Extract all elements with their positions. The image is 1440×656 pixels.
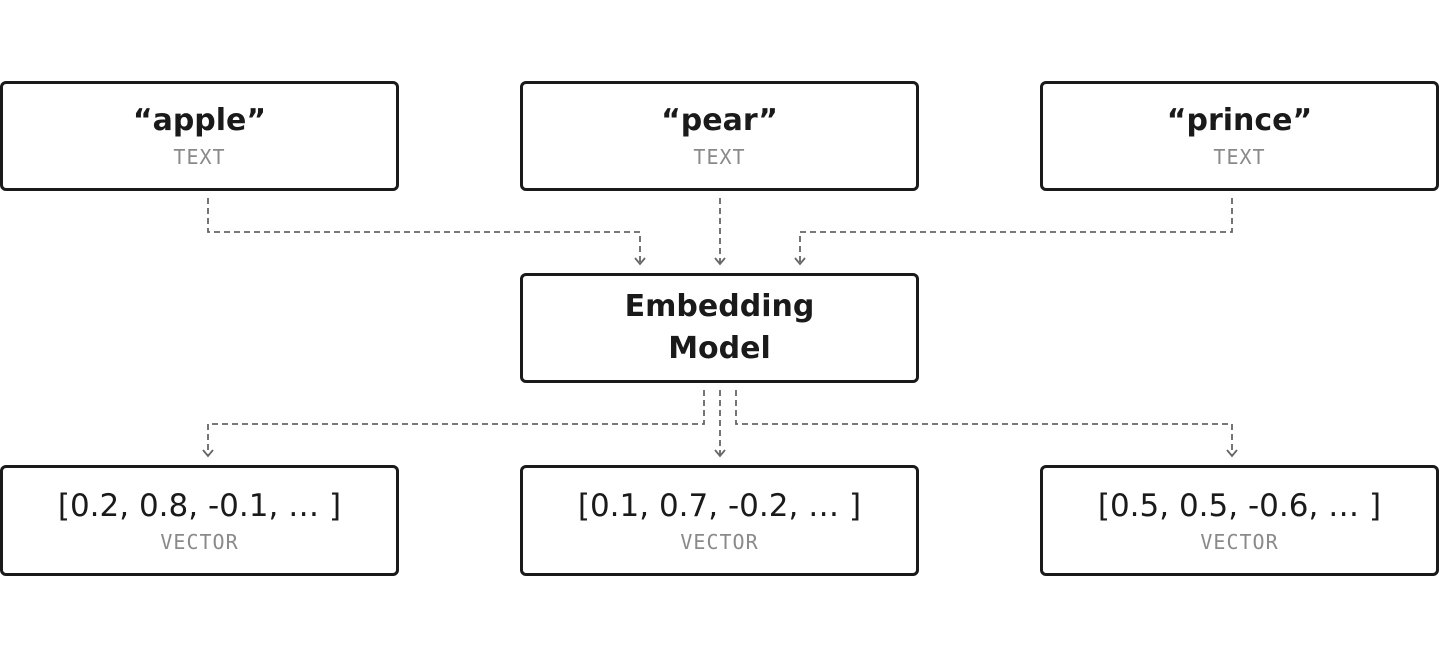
input-type-label: TEXT [173, 145, 226, 169]
output-node-prince: [0.5, 0.5, -0.6, … ] VECTOR [1040, 465, 1439, 576]
input-node-pear: “pear” TEXT [520, 81, 919, 191]
connector-apple-to-model [207, 198, 646, 266]
input-node-prince: “prince” TEXT [1040, 81, 1439, 191]
connector-model-to-prince [735, 390, 1238, 458]
connector-model-to-apple [202, 390, 705, 458]
vector-label: [0.2, 0.8, -0.1, … ] [57, 487, 342, 524]
output-type-label: VECTOR [680, 529, 759, 554]
connector-prince-to-model [794, 198, 1233, 266]
embedding-model-node: Embedding Model [520, 273, 919, 383]
output-node-pear: [0.1, 0.7, -0.2, … ] VECTOR [520, 465, 919, 576]
vector-label: [0.5, 0.5, -0.6, … ] [1097, 487, 1382, 524]
input-label: “pear” [661, 103, 778, 138]
model-label-line2: Model [668, 331, 771, 366]
model-label-line1: Embedding [624, 289, 815, 324]
input-node-apple: “apple” TEXT [0, 81, 399, 191]
output-node-apple: [0.2, 0.8, -0.1, … ] VECTOR [0, 465, 399, 576]
output-type-label: VECTOR [160, 529, 239, 554]
input-type-label: TEXT [693, 145, 746, 169]
input-label: “prince” [1166, 103, 1313, 138]
output-type-label: VECTOR [1200, 529, 1279, 554]
vector-label: [0.1, 0.7, -0.2, … ] [577, 487, 862, 524]
input-label: “apple” [132, 103, 267, 138]
input-type-label: TEXT [1213, 145, 1266, 169]
